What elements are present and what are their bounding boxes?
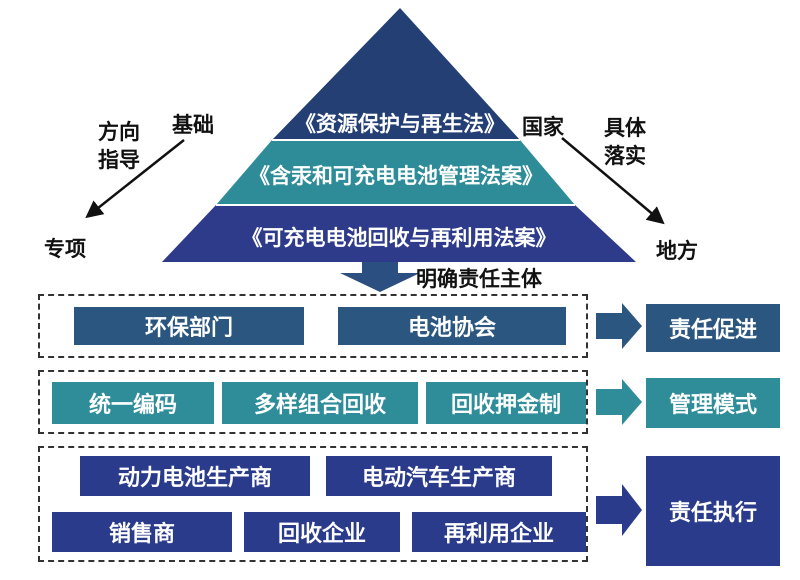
box-xiaoshoushang: 销售商 <box>52 512 232 552</box>
row1-container <box>38 294 588 358</box>
outcome-zeren-cujin: 责任促进 <box>646 304 780 352</box>
pyramid-middle-tier <box>216 140 575 205</box>
box-dianchi-xiehui: 电池协会 <box>338 307 566 345</box>
label-guojia: 国家 <box>522 115 564 139</box>
box-tongyi-bianma: 统一编码 <box>52 382 214 424</box>
box-zailiyong-qiye: 再利用企业 <box>412 512 586 552</box>
box-diandong-qiche-shengchanshang: 电动汽车生产商 <box>326 456 552 496</box>
pyramid-bottom-label: 《可充电电池回收与再利用法案》 <box>241 226 557 250</box>
label-zhuanxiang: 专项 <box>44 237 86 261</box>
box-huanbao-bumen: 环保部门 <box>74 307 304 345</box>
label-juti-luoshi: 具体落实 <box>604 116 646 168</box>
left-direction-arrow <box>85 139 185 219</box>
right-direction-arrow <box>561 137 665 225</box>
row2-arrow <box>596 379 642 425</box>
box-huishou-yajinzhi: 回收押金制 <box>426 382 586 424</box>
pyramid-middle-label: 《含汞和可充电电池管理法案》 <box>249 164 543 188</box>
subject-label: 明确责任主体 <box>416 267 542 291</box>
subject-down-arrow <box>340 262 420 292</box>
pyramid-bottom-tier <box>162 205 636 262</box>
row2-container <box>38 370 588 434</box>
label-fangxiang-zhidao: 方向指导 <box>98 120 140 172</box>
label-difang: 地方 <box>656 239 698 263</box>
box-dongli-dianchi-shengchanshang: 动力电池生产商 <box>80 456 310 496</box>
row3-container <box>38 446 588 562</box>
box-duoyang-zuhe-huishou: 多样组合回收 <box>222 382 418 424</box>
row3-arrow <box>596 484 642 536</box>
row1-arrow <box>596 303 642 349</box>
label-jichu: 基础 <box>172 113 214 137</box>
pyramid-top-tier <box>272 8 520 140</box>
outcome-zeren-zhixing: 责任执行 <box>646 456 780 566</box>
box-huishou-qiye: 回收企业 <box>244 512 400 552</box>
pyramid-top-label: 《资源保护与再生法》 <box>295 112 505 136</box>
outcome-guanli-moshi: 管理模式 <box>646 378 780 428</box>
